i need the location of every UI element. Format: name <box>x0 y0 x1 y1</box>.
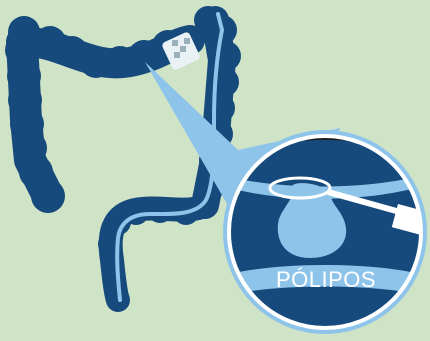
polyps-label: PÓLIPOS <box>276 267 376 292</box>
